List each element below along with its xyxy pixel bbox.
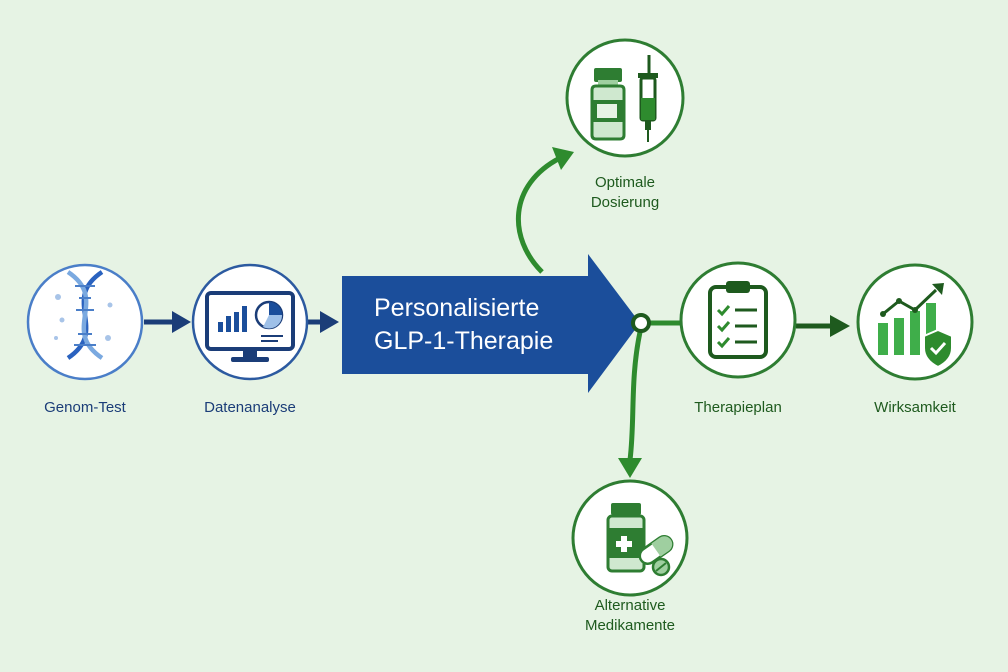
center-arrow-shape — [342, 254, 640, 393]
label-genom-test: Genom-Test — [44, 399, 126, 416]
medicine-pills-icon — [606, 503, 674, 577]
label-alternative-medikamente: Alternative Medikamente — [555, 596, 705, 636]
label-therapieplan: Therapieplan — [694, 399, 782, 416]
label-optimale-dosierung-line1: Optimale — [594, 174, 656, 191]
center-title-line2: GLP-1-Therapie — [374, 327, 554, 355]
label-wirksamkeit: Wirksamkeit — [874, 399, 956, 416]
clipboard-checklist-icon — [708, 281, 768, 359]
growth-shield-icon — [878, 283, 953, 369]
arrow-genom-to-datenanalyse — [144, 311, 191, 333]
arrow-datenanalyse-to-center — [303, 311, 339, 333]
center-title: Personalisierte GLP-1-Therapie — [374, 292, 614, 358]
label-datenanalyse: Datenanalyse — [204, 399, 296, 416]
junction-node — [631, 313, 651, 333]
center-title-line1: Personalisierte — [374, 294, 540, 322]
label-alternative-line1: Alternative — [594, 597, 666, 614]
arrow-therapieplan-to-wirksamkeit — [796, 315, 850, 337]
label-alternative-line2: Medikamente — [584, 617, 676, 634]
label-optimale-dosierung-line2: Dosierung — [590, 194, 660, 211]
dna-icon — [54, 270, 113, 360]
arrow-center-to-dosierung — [515, 147, 574, 274]
monitor-chart-icon — [205, 291, 295, 362]
label-optimale-dosierung: Optimale Dosierung — [550, 173, 700, 213]
vial-syringe-icon — [590, 55, 658, 142]
arrow-junction-to-alternative — [618, 331, 643, 478]
